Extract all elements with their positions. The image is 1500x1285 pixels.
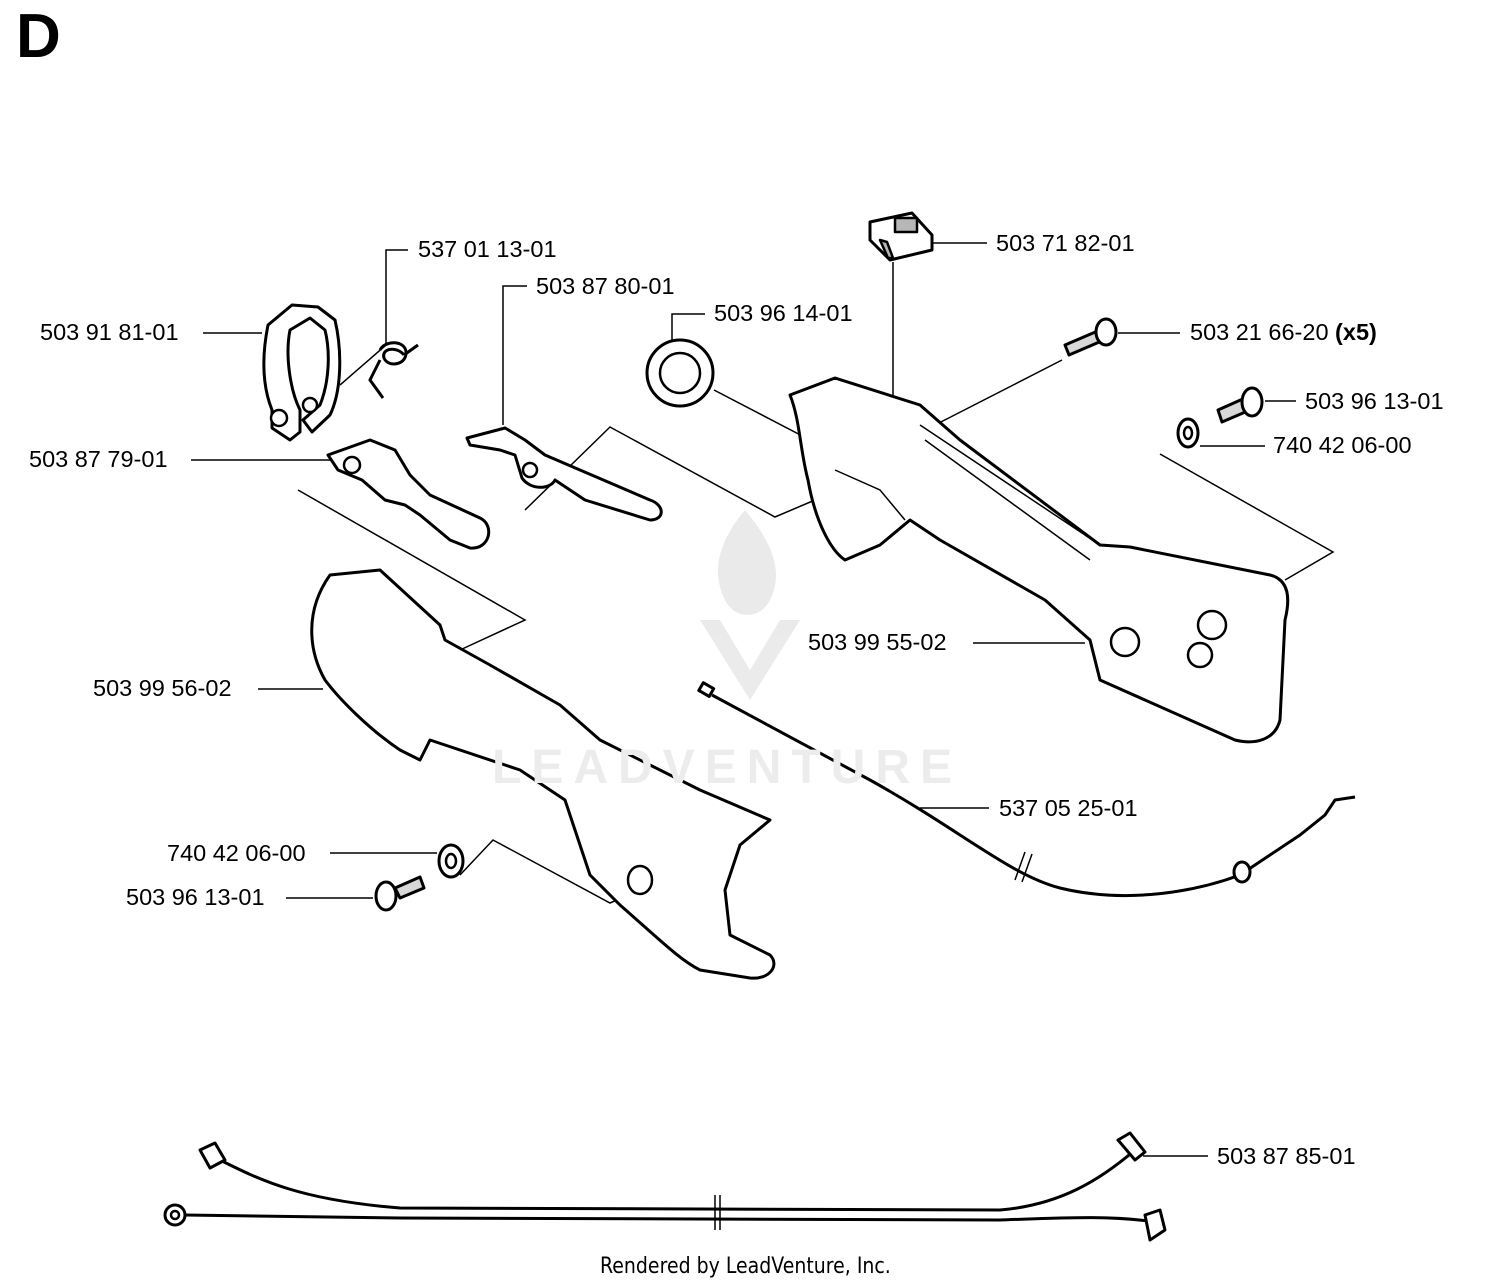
lever-part: [465, 426, 663, 522]
switch-part: [868, 211, 934, 262]
screw-washer-right: [1176, 386, 1264, 449]
screw-washer-left: [374, 843, 465, 912]
part-number: 503 87 85-01: [1217, 1143, 1356, 1169]
part-number: 503 96 13-01: [1305, 388, 1444, 414]
handle-housing-right: [788, 376, 1290, 744]
watermark-logo: [700, 510, 800, 700]
part-number: 740 42 06-00: [167, 840, 306, 866]
part-label-503-87-85-01[interactable]: 503 87 85-01: [1217, 1143, 1356, 1169]
part-number: 503 96 14-01: [714, 300, 853, 326]
part-number: 503 87 79-01: [29, 446, 168, 472]
part-label-537-01-13-01[interactable]: 537 01 13-01: [418, 236, 557, 262]
part-label-503-99-55-02[interactable]: 503 99 55-02: [808, 629, 947, 655]
part-number: 503 87 80-01: [536, 273, 675, 299]
part-label-503-87-79-01[interactable]: 503 87 79-01: [29, 446, 168, 472]
part-label-503-91-81-01[interactable]: 503 91 81-01: [40, 319, 179, 345]
part-number: 503 91 81-01: [40, 319, 179, 345]
part-number: 740 42 06-00: [1273, 432, 1412, 458]
part-number: 503 21 66-20: [1190, 319, 1329, 345]
part-label-503-87-80-01[interactable]: 503 87 80-01: [536, 273, 675, 299]
part-label-503-96-14-01[interactable]: 503 96 14-01: [714, 300, 853, 326]
section-letter: D: [16, 2, 61, 71]
part-number: 503 96 13-01: [126, 884, 265, 910]
part-label-503-96-13-01-right[interactable]: 503 96 13-01: [1305, 388, 1444, 414]
part-number: 503 71 82-01: [996, 230, 1135, 256]
spring-part: [368, 341, 419, 399]
part-label-503-96-13-01-left[interactable]: 503 96 13-01: [126, 884, 265, 910]
ring-nut-part: [645, 338, 715, 408]
footer-credit: Rendered by LeadVenture, Inc.: [600, 1254, 891, 1279]
part-number: 537 01 13-01: [418, 236, 557, 262]
handle-housing-left: [310, 568, 776, 980]
part-quantity: (x5): [1335, 319, 1377, 345]
wiring-harness: [163, 1131, 1167, 1242]
part-number: 503 99 56-02: [93, 675, 232, 701]
part-number: 537 05 25-01: [999, 795, 1138, 821]
throttle-trigger-part: [326, 438, 491, 550]
throttle-cable: [697, 681, 1356, 897]
part-label-503-71-82-01[interactable]: 503 71 82-01: [996, 230, 1135, 256]
watermark-text: LEADVENTURE: [492, 741, 963, 794]
part-label-503-21-66-20[interactable]: 503 21 66-20 (x5): [1190, 319, 1377, 345]
part-label-740-42-06-00-left[interactable]: 740 42 06-00: [167, 840, 306, 866]
part-label-740-42-06-00-right[interactable]: 740 42 06-00: [1273, 432, 1412, 458]
clamp-part: [262, 303, 342, 442]
part-number: 503 99 55-02: [808, 629, 947, 655]
part-label-537-05-25-01[interactable]: 537 05 25-01: [999, 795, 1138, 821]
part-label-503-99-56-02[interactable]: 503 99 56-02: [93, 675, 232, 701]
screw-part-x5: [1063, 317, 1118, 357]
